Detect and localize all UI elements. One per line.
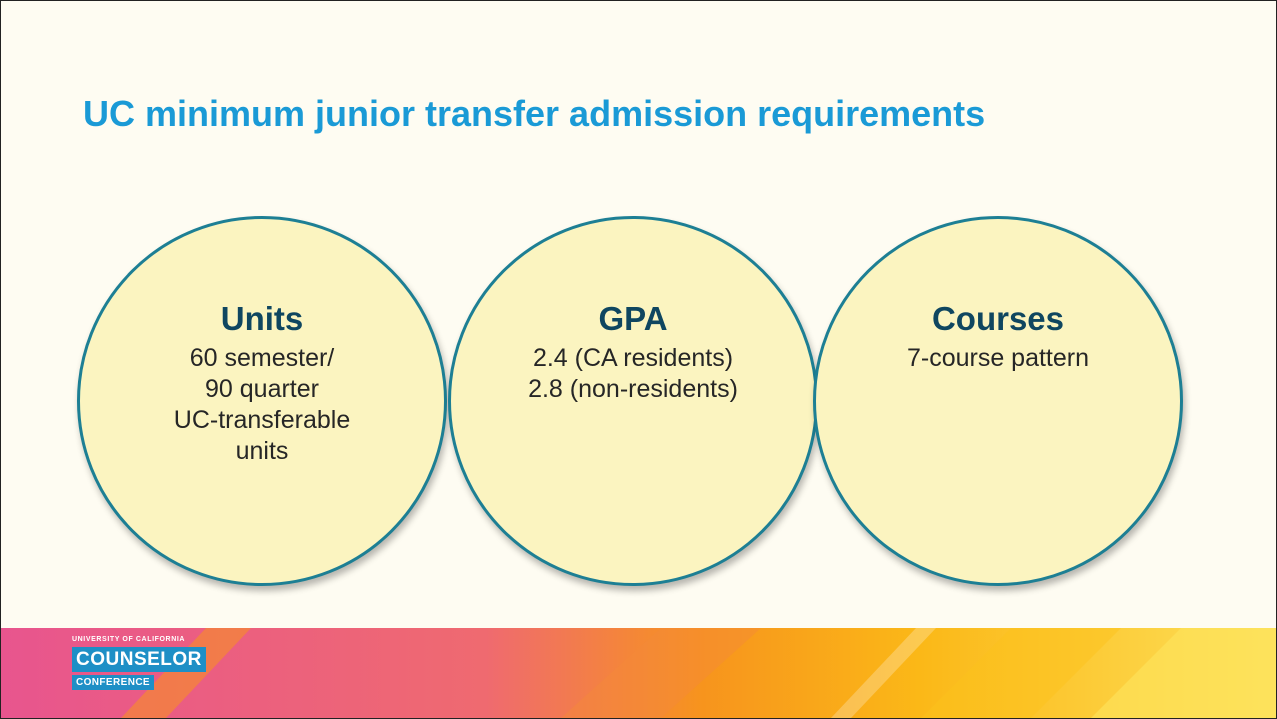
requirement-line: 90 quarter (205, 375, 319, 403)
requirement-line: 2.4 (CA residents) (532, 344, 734, 372)
logo-counselor-text: COUNSELOR (72, 647, 206, 672)
requirement-details: 2.4 (CA residents) 2.8 (non-residents) (471, 343, 795, 405)
logo-conference-text: CONFERENCE (72, 675, 155, 690)
requirement-heading: Units (220, 300, 304, 337)
requirement-line: 2.8 (non-residents) (528, 375, 738, 403)
requirement-heading: GPA (598, 300, 668, 337)
requirement-circle-units: Units 60 semester/ 90 quarter UC-transfe… (77, 216, 447, 586)
requirement-circle-gpa: GPA 2.4 (CA residents) 2.8 (non-resident… (448, 216, 818, 586)
counselor-conference-logo: UNIVERSITY OF CALIFORNIA COUNSELOR CONFE… (72, 636, 206, 690)
requirement-circle-courses: Courses 7-course pattern (813, 216, 1183, 586)
requirement-heading: Courses (931, 300, 1065, 337)
footer-gradient-graphic (1, 628, 1276, 718)
slide-title: UC minimum junior transfer admission req… (83, 93, 986, 134)
requirement-line: UC-transferable (173, 406, 351, 434)
requirement-details: 60 semester/ 90 quarter UC-transferable … (100, 343, 424, 467)
requirement-line: units (235, 437, 289, 465)
requirement-line: 7-course pattern (906, 344, 1090, 372)
footer-banner (1, 628, 1276, 718)
requirement-details: 7-course pattern (836, 343, 1160, 374)
requirement-line: 60 semester/ (189, 344, 335, 372)
logo-university-text: UNIVERSITY OF CALIFORNIA (72, 636, 186, 643)
